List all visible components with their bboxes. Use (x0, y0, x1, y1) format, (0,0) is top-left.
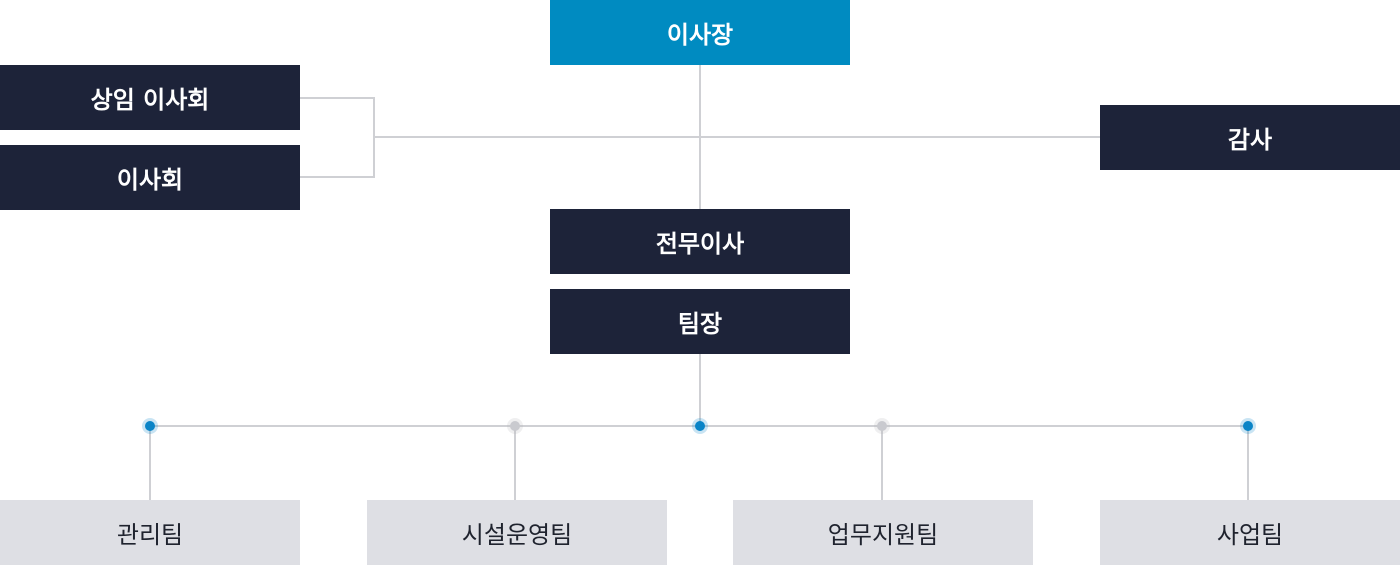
board-label: 이사회 (116, 166, 184, 194)
auditor-label: 감사 (1227, 126, 1273, 154)
team-label: 사업팀 (1216, 521, 1284, 549)
connector-team-1 (149, 426, 151, 500)
connector-board-bracket (373, 97, 375, 177)
team-label: 시설운영팀 (461, 521, 573, 549)
standing-board-label: 상임 이사회 (90, 86, 210, 114)
chairman-label: 이사장 (666, 21, 734, 49)
board-box: 이사회 (0, 145, 300, 210)
auditor-box: 감사 (1100, 105, 1400, 170)
team-box-business: 사업팀 (1100, 500, 1400, 565)
team-leader-label: 팀장 (677, 310, 723, 338)
managing-director-label: 전무이사 (655, 230, 745, 258)
chairman-box: 이사장 (550, 0, 850, 65)
junction-dot (510, 421, 520, 431)
connector-team-2 (514, 426, 516, 500)
standing-board-box: 상임 이사회 (0, 65, 300, 130)
junction-dot (695, 421, 705, 431)
team-leader-box: 팀장 (550, 289, 850, 354)
team-label: 업무지원팀 (827, 521, 939, 549)
connector-main-horizontal (374, 136, 1100, 138)
team-box-facility-operation: 시설운영팀 (367, 500, 667, 565)
connector-standing-board-stub (300, 97, 375, 99)
team-box-management: 관리팀 (0, 500, 300, 565)
managing-director-box: 전무이사 (550, 209, 850, 274)
team-box-business-support: 업무지원팀 (733, 500, 1033, 565)
junction-dot (877, 421, 887, 431)
team-label: 관리팀 (116, 521, 184, 549)
connector-board-stub (300, 176, 375, 178)
connector-team-3 (881, 426, 883, 500)
connector-team-4 (1247, 426, 1249, 500)
junction-dot (1243, 421, 1253, 431)
connector-leader-vertical (699, 353, 701, 426)
junction-dot (145, 421, 155, 431)
